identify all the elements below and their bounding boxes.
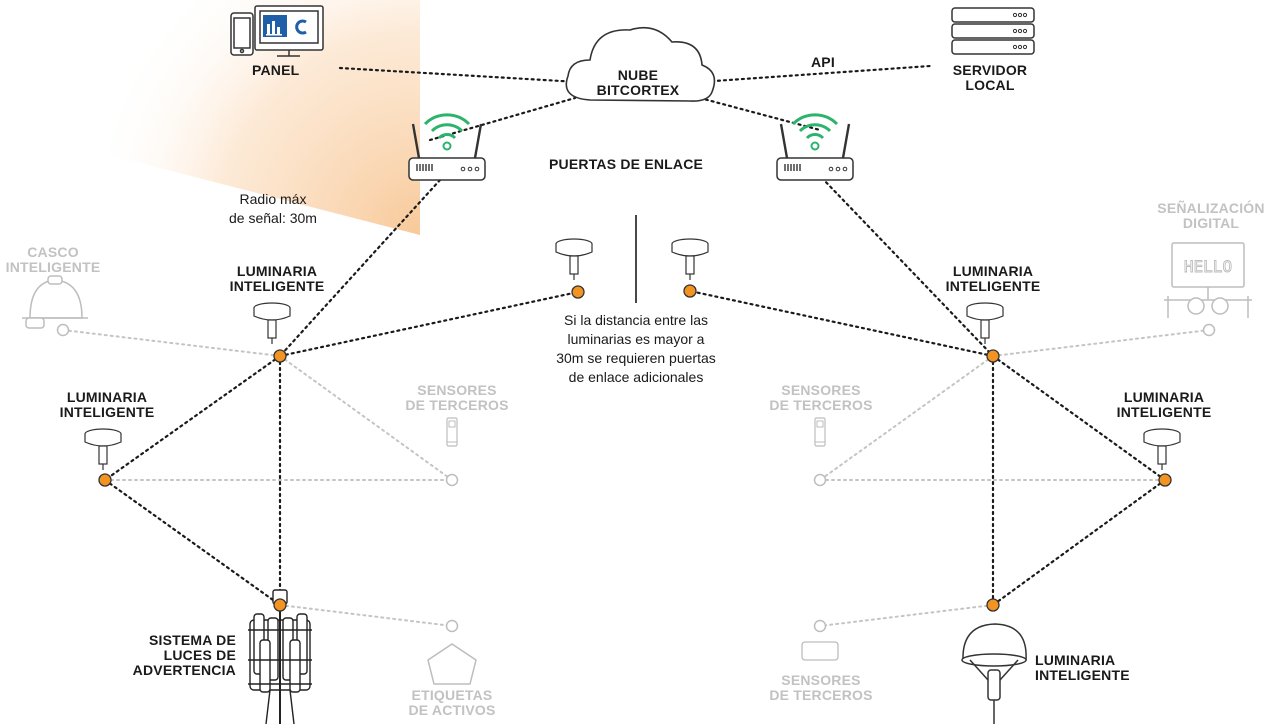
helmet-icon bbox=[22, 275, 88, 329]
node bbox=[273, 598, 287, 612]
local-server-label: SERVIDOR LOCAL bbox=[952, 62, 1028, 93]
sensors-left-label: SENSORES DE TERCEROS bbox=[405, 382, 509, 413]
helmet-label: CASCO INTELIGENTE bbox=[5, 244, 101, 275]
api-label: API bbox=[811, 54, 835, 70]
luminaire-icon bbox=[961, 623, 1027, 724]
digital-signage-label: SEÑALIZACIÓN DIGITAL bbox=[1157, 200, 1265, 231]
sensor-icon bbox=[814, 417, 826, 447]
node bbox=[56, 323, 70, 337]
node bbox=[445, 473, 459, 487]
luminaire-right-top-label: LUMINARIA INTELIGENTE bbox=[945, 263, 1041, 294]
luminaire-icon bbox=[1143, 428, 1181, 471]
secondary-links bbox=[62, 329, 1210, 627]
sensor-icon bbox=[446, 417, 458, 447]
node bbox=[986, 349, 1000, 363]
asset-tags-label: ETIQUETAS DE ACTIVOS bbox=[408, 687, 496, 718]
luminaire-icon bbox=[966, 302, 1004, 345]
router-icon bbox=[775, 113, 855, 182]
signal-radius-label: Radio máx de señal: 30m bbox=[229, 191, 317, 226]
node bbox=[1202, 323, 1216, 337]
luminaire-icon bbox=[84, 428, 122, 471]
node bbox=[813, 473, 827, 487]
node bbox=[445, 619, 459, 633]
luminaire-right-bottom-label: LUMINARIA INTELIGENTE bbox=[1035, 652, 1130, 683]
node bbox=[98, 473, 112, 487]
signal-radius-area bbox=[90, 0, 420, 235]
signage-screen-text: HELLO bbox=[1184, 257, 1232, 276]
sensors-right-mid-label: SENSORES DE TERCEROS bbox=[769, 382, 873, 413]
luminaire-left-mid-label: LUMINARIA INTELIGENTE bbox=[59, 389, 155, 420]
luminaire-left-top-label: LUMINARIA INTELIGENTE bbox=[229, 263, 325, 294]
panel-label: PANEL bbox=[252, 62, 300, 78]
signage-icon bbox=[1164, 242, 1252, 318]
node bbox=[1158, 473, 1172, 487]
node bbox=[571, 285, 585, 299]
sensor-icon bbox=[801, 641, 839, 661]
secondary-nodes bbox=[56, 323, 1216, 633]
cloud-label: NUBE BITCORTEX bbox=[596, 67, 680, 98]
luminaire-icon bbox=[671, 238, 709, 281]
node bbox=[273, 349, 287, 363]
warning-lights-label: SISTEMA DE LUCES DE ADVERTENCIA bbox=[132, 632, 236, 678]
luminaire-icon bbox=[253, 302, 291, 345]
luminaire-right-mid-label: LUMINARIA INTELIGENTE bbox=[1116, 389, 1212, 420]
router-icon bbox=[407, 113, 487, 182]
tag-icon bbox=[427, 643, 477, 685]
mesh-nodes bbox=[98, 284, 1172, 612]
node bbox=[683, 284, 697, 298]
gateways-label: PUERTAS DE ENLACE bbox=[549, 156, 704, 172]
primary-links bbox=[103, 64, 1167, 607]
server-icon bbox=[951, 7, 1035, 55]
desktop-phone-icon bbox=[230, 5, 324, 57]
distance-note: Si la distancia entre las luminarias es … bbox=[556, 312, 716, 385]
luminaire-icon bbox=[555, 238, 593, 281]
sensors-right-bottom-label: SENSORES DE TERCEROS bbox=[769, 672, 873, 703]
node bbox=[986, 598, 1000, 612]
cloud-icon bbox=[565, 26, 716, 102]
node bbox=[813, 619, 827, 633]
